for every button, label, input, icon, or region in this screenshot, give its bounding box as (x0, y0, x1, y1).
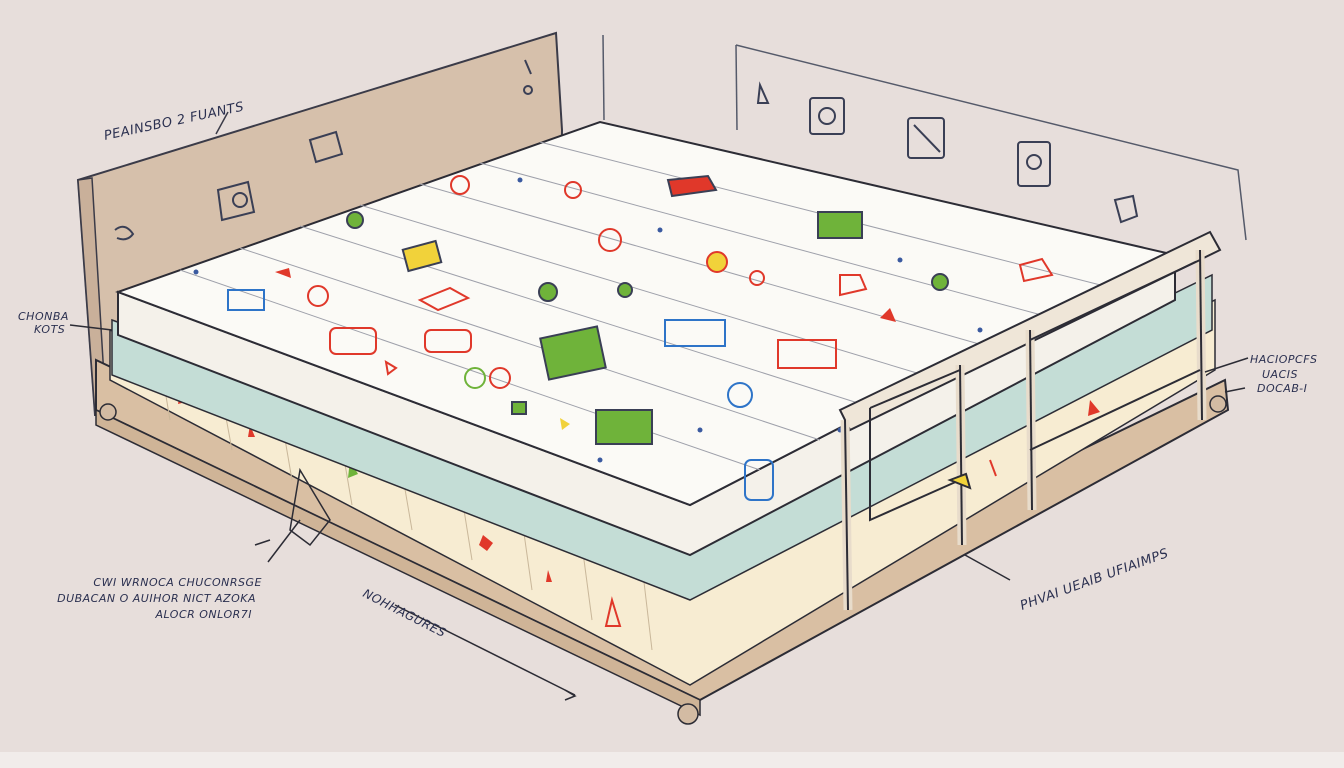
right-label-line1: HACIOPCFS (1250, 353, 1318, 366)
wall-icons (756, 81, 1139, 224)
right-label-line3: DOCAB-I (1257, 382, 1307, 395)
corner-label-line2: KOTS (34, 323, 65, 336)
bed-leg (1209, 395, 1227, 413)
note-line1: CWI WRNOCA CHUCONRSGE (93, 576, 262, 589)
mattress-icons (227, 174, 1054, 445)
headboard-leader-line (215, 111, 229, 135)
back-frame-outline (602, 34, 1247, 241)
bottom-strip (0, 752, 1344, 768)
leader-lines (69, 324, 1249, 701)
bed-leg (677, 703, 699, 725)
note-line2: DUBACAN O AUIHOR NICT AZOKA (57, 592, 256, 605)
bed-side-rail (744, 230, 1222, 611)
right-label-line2: UACIS (1262, 368, 1298, 381)
corner-label-line1: CHONBA (18, 310, 69, 323)
note-line3: ALOCR ONLOR7I (154, 608, 252, 621)
bottom-center-label: NOHHAGURES (361, 586, 449, 640)
bottom-right-label: PHVAI UEAIB UFIAIMPS (1018, 546, 1171, 614)
bed-leg (99, 403, 117, 421)
